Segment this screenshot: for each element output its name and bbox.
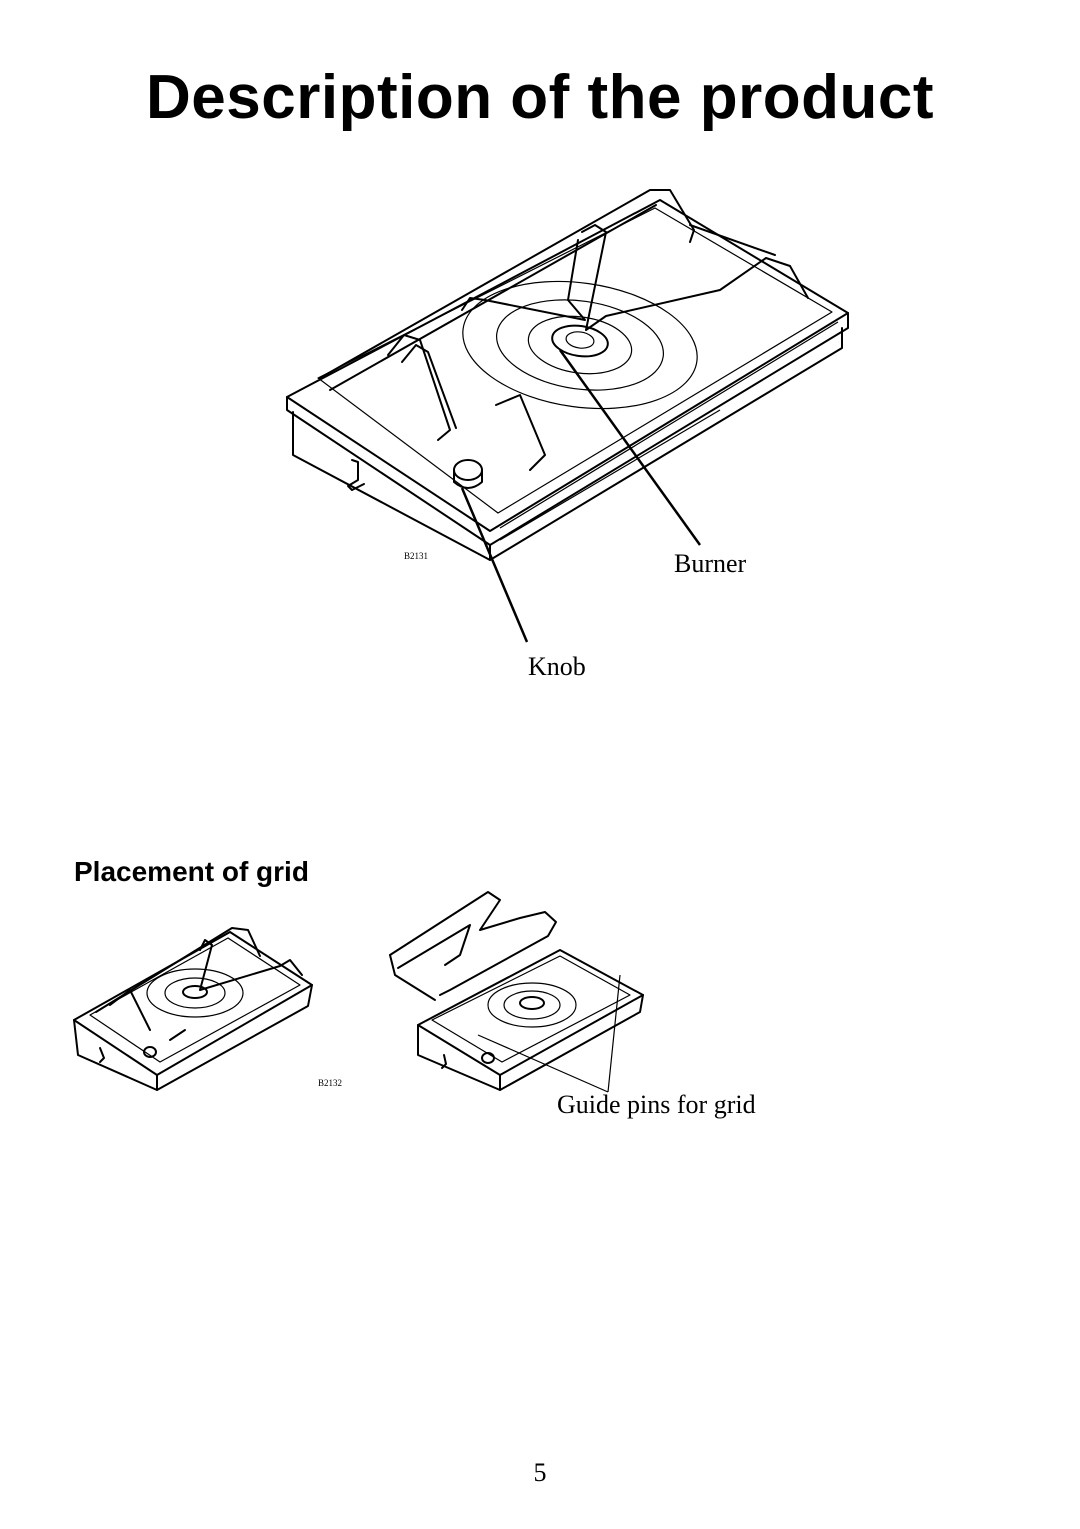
burner-label: Burner <box>674 549 747 578</box>
page-title: Description of the product <box>146 63 934 132</box>
knob-label: Knob <box>528 652 586 681</box>
figure-code-top: B2131 <box>404 551 429 561</box>
page-number: 5 <box>533 1458 547 1487</box>
guide-pins-label: Guide pins for grid <box>557 1090 756 1119</box>
figure-code-bottom: B2132 <box>318 1078 343 1088</box>
section-heading: Placement of grid <box>74 856 309 887</box>
hob-illustration <box>286 189 849 643</box>
